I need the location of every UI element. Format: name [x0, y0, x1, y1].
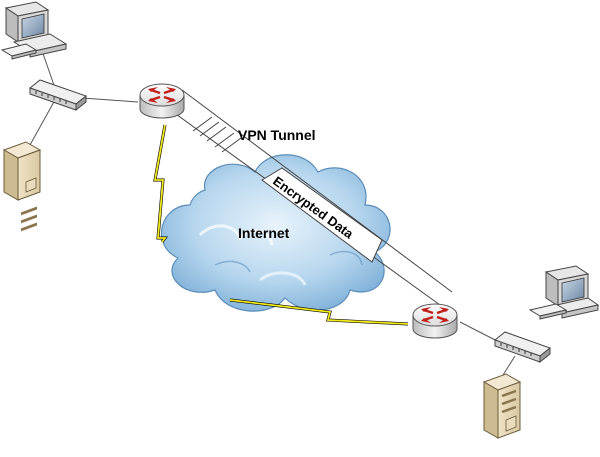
vpn-tunnel-label: VPN Tunnel [238, 127, 316, 143]
switch-icon-left [28, 79, 88, 112]
router-icon-left [139, 83, 185, 119]
router-icon-right [412, 303, 458, 339]
switch-icon-right [493, 331, 552, 364]
lightning-bolt-icon-bottom [229, 298, 409, 326]
lightning-bolt-icon-left [153, 124, 168, 243]
server-icon-right [482, 373, 522, 439]
internet-label: Internet [238, 225, 290, 241]
workstation-icon-right [528, 265, 600, 320]
server-icon-left [2, 141, 42, 232]
workstation-icon-left [0, 1, 68, 60]
